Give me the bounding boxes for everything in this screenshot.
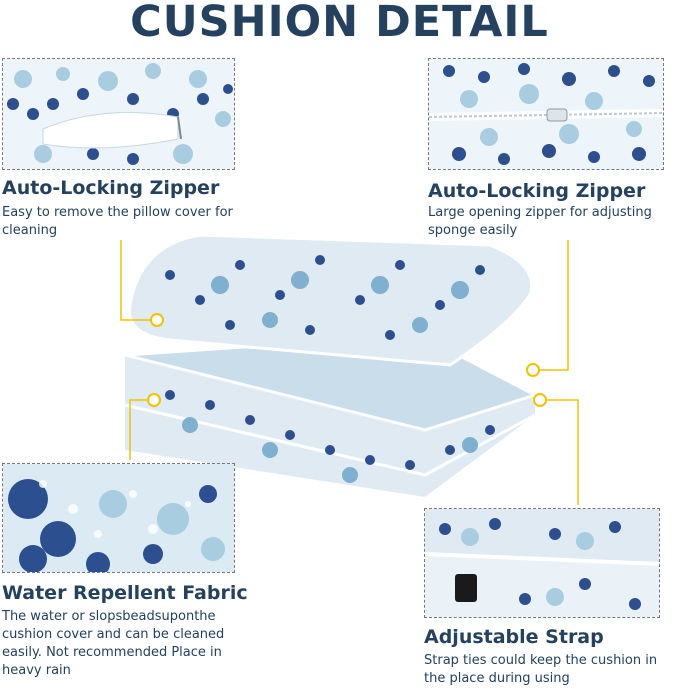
feature-desc-pillow-zipper: Easy to remove the pillow cover for clea… (2, 205, 233, 238)
feature-heading-pillow-zipper: Auto-Locking Zipper (2, 177, 220, 199)
feature-heading-water-repellent: Water Repellent Fabric (2, 582, 248, 604)
page-title: CUSHION DETAIL (130, 0, 549, 47)
cushion-illustration (124, 233, 539, 497)
cushion-zipper-photo (428, 58, 664, 170)
feature-heading-adjustable-strap: Adjustable Strap (424, 626, 604, 648)
feature-desc-cushion-zipper: Large opening zipper for adjusting spong… (428, 205, 652, 238)
feature-heading-cushion-zipper: Auto-Locking Zipper (428, 180, 646, 202)
pillow-zipper-photo (2, 58, 235, 170)
feature-desc-water-repellent: The water or slopsbeadsuponthe cushion c… (2, 609, 225, 678)
feature-desc-adjustable-strap: Strap ties could keep the cushion in the… (424, 653, 658, 686)
adjustable-strap-photo (424, 508, 660, 618)
water-repellent-photo (2, 463, 235, 573)
